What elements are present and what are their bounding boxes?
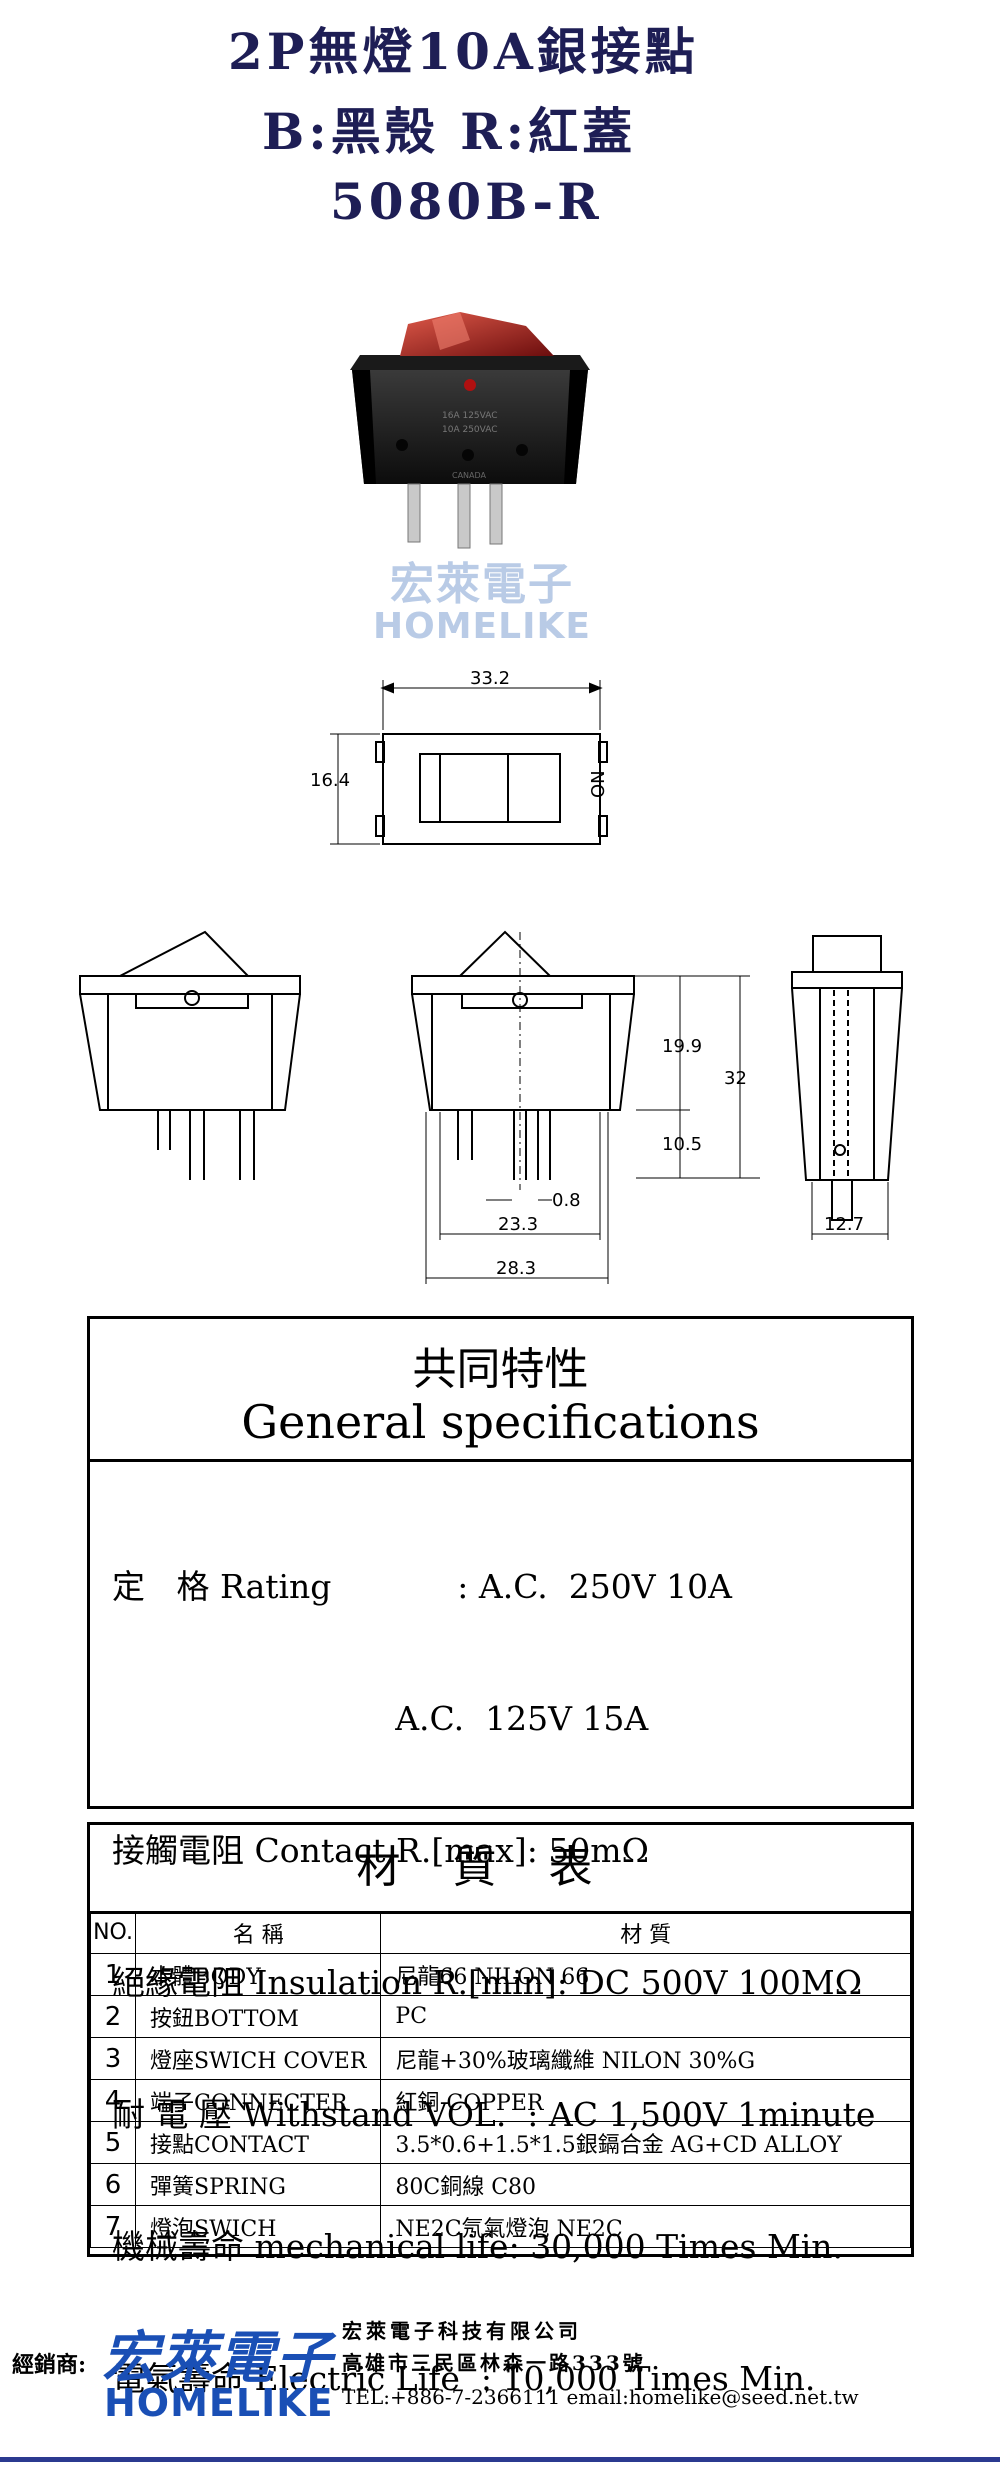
row-material: PC: [380, 1995, 911, 2038]
top-view: 33.2 ON 16.4: [310, 668, 609, 845]
dim-frame-width: 28.3: [496, 1258, 536, 1279]
front-view-left: [79, 930, 301, 1180]
table-row: 1 本體BODY 尼龍66 NILON 66: [90, 1953, 911, 1996]
product-title: 2P無燈10A銀接點: [228, 22, 699, 81]
side-view: 12.7: [791, 935, 903, 1240]
photo-print-1: 16A 125VAC: [442, 411, 498, 421]
row-name: 本體BODY: [134, 1953, 382, 1996]
specs-title-en: General specifications: [241, 1395, 760, 1449]
photo-print-2: 10A 250VAC: [442, 425, 498, 435]
spec-line: 電氣壽命 Electric Life : 10,000 Times Min.: [112, 2359, 816, 2398]
materials-title: 材質表: [90, 1825, 911, 1914]
row-no: 4: [90, 2079, 136, 2122]
spec-line: 接觸電阻 Contact R.[max]: 50mΩ: [112, 1831, 649, 1870]
on-mark: ON: [588, 770, 609, 798]
row-no: 3: [90, 2037, 136, 2080]
dim-height-total: 32: [724, 1068, 747, 1089]
footer: 經銷商: 宏萊電子 HOMELIKE 宏萊電子科技有限公司 高雄市三民區林森一路…: [0, 2285, 1000, 2491]
table-row: 4 端子CONNECTER 紅銅 COPPER: [90, 2079, 911, 2122]
dim-top-height: 16.4: [310, 770, 350, 791]
row-no: 5: [90, 2121, 136, 2164]
table-row: 5 接點CONTACT 3.5*0.6+1.5*1.5銀鎘合金 AG+CD AL…: [90, 2121, 911, 2164]
row-no: 7: [90, 2205, 136, 2248]
spec-line: 定 格 Rating : A.C. 250V 10A: [112, 1567, 732, 1606]
table-row: 6 彈簧SPRING 80C銅線 C80: [90, 2163, 911, 2206]
row-material: 紅銅 COPPER: [380, 2079, 911, 2122]
watermark-en: HOMELIKE: [373, 606, 591, 647]
watermark-cn: 宏萊電子: [390, 559, 574, 610]
footer-bar: [0, 2457, 1000, 2462]
photo-print-3: CANADA: [452, 471, 487, 480]
row-material: 尼龍66 NILON 66: [380, 1953, 911, 1996]
row-material: 3.5*0.6+1.5*1.5銀鎘合金 AG+CD ALLOY: [380, 2121, 911, 2164]
row-name: 燈泡SWICH: [134, 2205, 382, 2248]
row-no: 2: [90, 1995, 136, 2038]
product-photo: 16A 125VAC 10A 250VAC CANADA: [350, 312, 590, 549]
dim-pin: 0.8: [552, 1190, 581, 1211]
row-material: NE2C氖氣燈泡 NE2C: [380, 2205, 911, 2248]
specs-panel: 共同特性 General specifications 定 格 Rating :…: [87, 1316, 914, 2398]
company-address: 高雄市三民區林森一路333號: [342, 2351, 646, 2375]
table-header-row: NO. 名 稱 材 質: [90, 1911, 911, 1954]
footer-logo-cn: 宏萊電子: [102, 2326, 334, 2391]
dim-height-lower: 10.5: [662, 1134, 702, 1155]
distributor-label: 經銷商:: [12, 2352, 87, 2378]
row-material: 尼龍+30%玻璃纖維 NILON 30%G: [380, 2037, 911, 2080]
product-model: 5080B-R: [330, 172, 603, 231]
row-name: 端子CONNECTER: [134, 2079, 382, 2122]
company-name: 宏萊電子科技有限公司: [342, 2319, 582, 2343]
dim-body-width: 23.3: [498, 1214, 538, 1235]
specs-title-cn: 共同特性: [412, 1344, 589, 1395]
table-row: 2 按鈕BOTTOM PC: [90, 1995, 911, 2038]
materials-panel: 材質表 NO. 名 稱 材 質 1 本體BODY 尼龍66 NILON 66 2…: [87, 1822, 914, 2257]
row-name: 彈簧SPRING: [134, 2163, 382, 2206]
table-row: 7 燈泡SWICH NE2C氖氣燈泡 NE2C: [90, 2205, 911, 2248]
watermark-logo: 宏萊電子 HOMELIKE: [372, 548, 592, 647]
row-name: 接點CONTACT: [134, 2121, 382, 2164]
row-name: 燈座SWICH COVER: [134, 2037, 382, 2080]
specs-header: 共同特性 General specifications: [90, 1319, 911, 1462]
spec-line: A.C. 125V 15A: [112, 1699, 649, 1738]
header-name: 名 稱: [134, 1911, 382, 1954]
header-material: 材 質: [380, 1911, 911, 1954]
dim-height-upper: 19.9: [662, 1036, 702, 1057]
materials-table: NO. 名 稱 材 質 1 本體BODY 尼龍66 NILON 66 2 按鈕B…: [90, 1911, 911, 2248]
table-row: 3 燈座SWICH COVER 尼龍+30%玻璃纖維 NILON 30%G: [90, 2037, 911, 2080]
header-no: NO.: [90, 1911, 136, 1954]
row-material: 80C銅線 C80: [380, 2163, 911, 2206]
dim-top-width: 33.2: [470, 668, 510, 689]
company-contact[interactable]: TEL:+886-7-2366111 email:homelike@seed.n…: [342, 2385, 859, 2409]
row-no: 6: [90, 2163, 136, 2206]
row-name: 按鈕BOTTOM: [134, 1995, 382, 2038]
technical-drawings: 33.2 ON 16.4: [79, 668, 903, 1284]
footer-logo-en: HOMELIKE: [104, 2381, 334, 2425]
front-view-center: 19.9 10.5 32 0.8 23.3 28.3: [411, 930, 760, 1284]
dim-side-width: 12.7: [824, 1214, 864, 1235]
row-no: 1: [90, 1953, 136, 1996]
product-colors: B:黑殼 R:紅蓋: [262, 102, 637, 161]
